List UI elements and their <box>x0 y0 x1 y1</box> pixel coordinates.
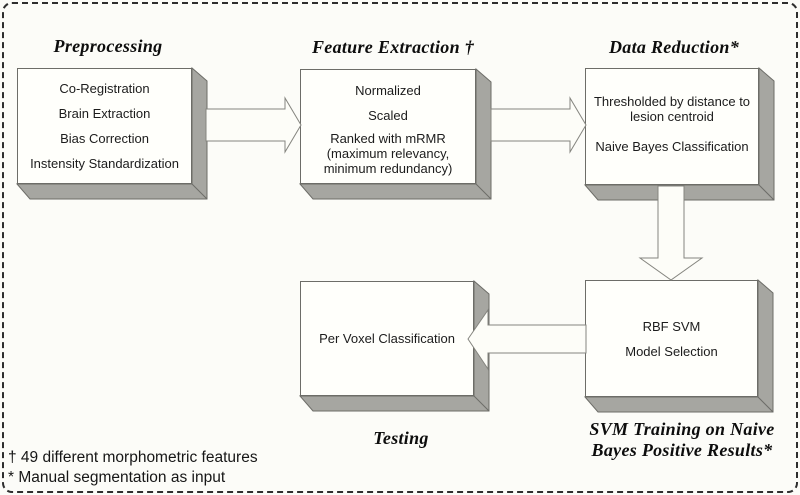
box-item: Thresholded by distance to lesion centro… <box>593 94 751 124</box>
box-preprocessing: Co-Registration Brain Extraction Bias Co… <box>15 66 208 200</box>
box-feature-extraction: Normalized Scaled Ranked with mRMR (maxi… <box>298 67 492 200</box>
flow-arrow-right-icon <box>490 96 587 154</box>
stage-title-data-reduction: Data Reduction* <box>608 37 739 57</box>
box-svm-training: RBF SVM Model Selection <box>583 278 774 413</box>
box-data-reduction: Thresholded by distance to lesion centro… <box>583 66 775 201</box>
box-item: Instensity Standardization <box>30 156 179 171</box>
flow-arrow-right-icon <box>205 96 302 154</box>
flow-arrow-down-icon <box>638 185 704 281</box>
box-item: Model Selection <box>625 343 718 359</box>
footnote-dagger: † 49 different morphometric features <box>8 449 258 466</box>
box-item: Ranked with mRMR (maximum relevancy, min… <box>323 130 453 176</box>
box-item: Naive Bayes Classification <box>595 139 749 154</box>
box-testing: Per Voxel Classification <box>298 279 490 412</box>
box-item: Normalized <box>355 82 421 98</box>
box-item: Scaled <box>368 107 408 123</box>
box-item: Co-Registration <box>59 81 150 96</box>
footnote-asterisk: * Manual segmentation as input <box>8 469 226 486</box>
stage-title-svm-training: SVM Training on Naive Bayes Positive Res… <box>589 419 775 460</box>
footnotes: † 49 different morphometric features * M… <box>8 448 258 488</box>
box-item: Per Voxel Classification <box>319 331 455 346</box>
box-item: RBF SVM <box>642 318 701 334</box>
flow-arrow-left-icon <box>467 308 587 371</box>
stage-title-feature-extraction: Feature Extraction † <box>311 37 474 57</box>
box-item: Bias Correction <box>60 131 149 146</box>
box-item: Brain Extraction <box>58 106 151 121</box>
stage-title-preprocessing: Preprocessing <box>53 36 163 56</box>
stage-title-testing: Testing <box>373 428 429 448</box>
